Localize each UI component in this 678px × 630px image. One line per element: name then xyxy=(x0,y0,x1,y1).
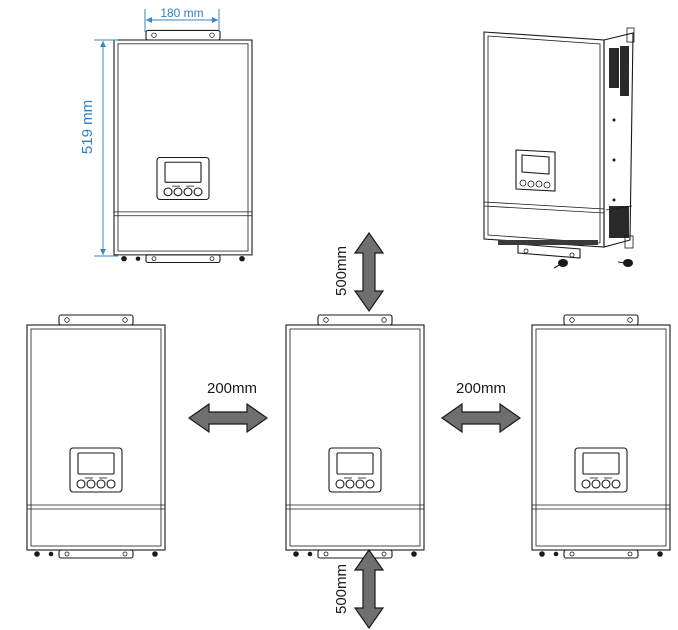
right-clearance-arrow-icon xyxy=(441,403,521,433)
inverter-unit-right xyxy=(531,314,671,559)
inverter-unit-left xyxy=(26,314,166,559)
inverter-side-face xyxy=(603,32,634,248)
height-dimension-label: 519 mm xyxy=(79,100,96,154)
inverter-isometric-view xyxy=(483,27,635,269)
inverter-unit-center xyxy=(285,314,425,559)
bottom-clearance-label: 500mm xyxy=(333,564,350,614)
lcd-display-icon xyxy=(515,149,556,192)
left-clearance-arrow-icon xyxy=(188,403,268,433)
mounting-screw-icon xyxy=(617,259,633,267)
width-dimension-label: 180 mm xyxy=(160,6,203,20)
mounting-screw-icon xyxy=(553,259,568,269)
top-clearance-label: 500mm xyxy=(333,246,350,296)
bottom-clearance-arrow-icon xyxy=(354,549,384,629)
left-clearance-label: 200mm xyxy=(207,380,257,397)
top-clearance-arrow-icon xyxy=(354,232,384,312)
inverter-front-face xyxy=(483,31,605,248)
right-clearance-label: 200mm xyxy=(456,380,506,397)
inverter-dimension-view: 180 mm 519 mm xyxy=(79,6,253,264)
inverter-unit-icon xyxy=(113,29,253,264)
